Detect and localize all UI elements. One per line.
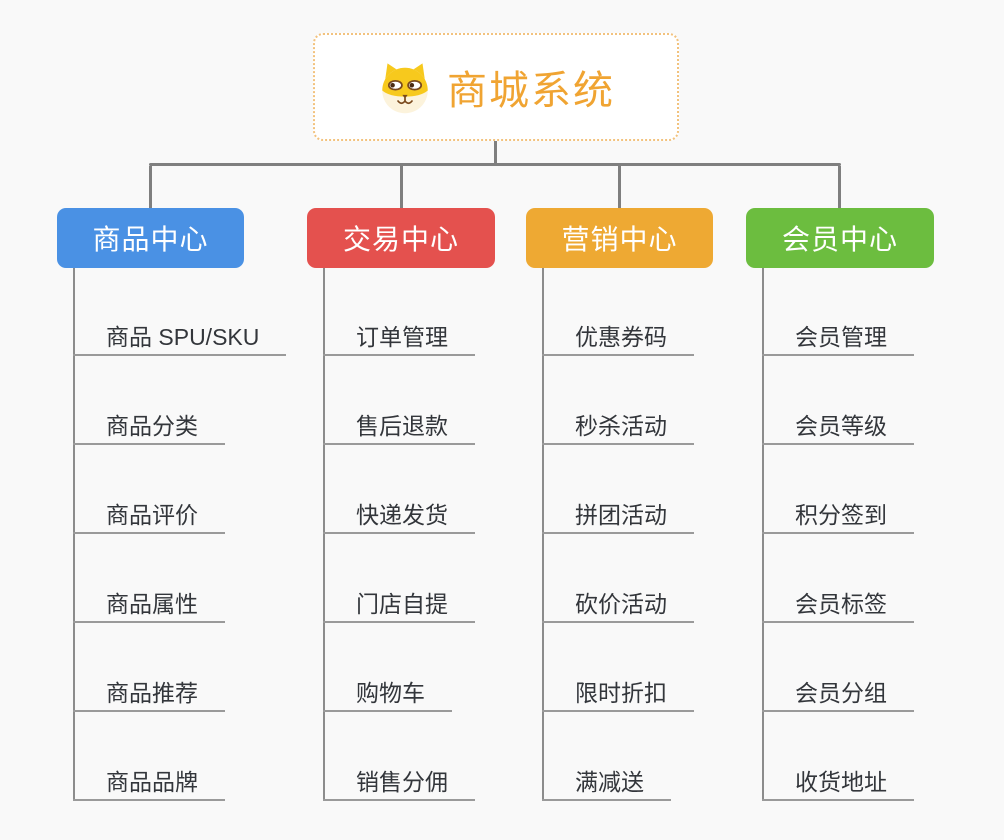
branch-stem-line <box>73 268 75 801</box>
leaf-node[interactable]: 会员等级 <box>762 409 914 445</box>
leaf-node[interactable]: 拼团活动 <box>542 498 694 534</box>
branch-stem-line <box>323 268 325 801</box>
root-node[interactable]: 商城系统 <box>313 33 679 141</box>
leaf-node[interactable]: 商品推荐 <box>73 676 225 712</box>
branch-node-product[interactable]: 商品中心 <box>57 208 244 268</box>
branch-column-marketing: 营销中心 优惠券码秒杀活动拼团活动砍价活动限时折扣满减送 <box>526 208 713 801</box>
leaf-node[interactable]: 商品评价 <box>73 498 225 534</box>
leaf-node[interactable]: 门店自提 <box>323 587 475 623</box>
leaf-node[interactable]: 购物车 <box>323 676 452 712</box>
leaf-list: 会员管理会员等级积分签到会员标签会员分组收货地址 <box>762 268 914 801</box>
connector-root-stem <box>494 141 497 163</box>
branch-label: 营销中心 <box>561 224 678 255</box>
root-title: 商城系统 <box>447 69 615 113</box>
leaf-node[interactable]: 快递发货 <box>323 498 475 534</box>
leaf-node[interactable]: 商品 SPU/SKU <box>73 320 287 356</box>
connector-horizontal <box>149 163 841 166</box>
leaf-node[interactable]: 积分签到 <box>762 498 914 534</box>
leaf-node[interactable]: 售后退款 <box>323 409 475 445</box>
leaf-node[interactable]: 秒杀活动 <box>542 409 694 445</box>
leaf-node[interactable]: 优惠券码 <box>542 320 694 356</box>
leaf-node[interactable]: 销售分佣 <box>323 765 475 801</box>
leaf-node[interactable]: 满减送 <box>542 765 671 801</box>
connector-drop-product <box>149 166 152 208</box>
leaf-node[interactable]: 砍价活动 <box>542 587 694 623</box>
leaf-node[interactable]: 限时折扣 <box>542 676 694 712</box>
branch-stem-line <box>542 268 544 801</box>
branch-column-member: 会员中心 会员管理会员等级积分签到会员标签会员分组收货地址 <box>746 208 934 801</box>
branch-column-trade: 交易中心 订单管理售后退款快递发货门店自提购物车销售分佣 <box>307 208 495 801</box>
connector-drop-member <box>838 166 841 208</box>
leaf-node[interactable]: 订单管理 <box>323 320 475 356</box>
branch-label: 交易中心 <box>342 224 459 255</box>
shiba-dog-icon <box>382 63 428 114</box>
leaf-list: 优惠券码秒杀活动拼团活动砍价活动限时折扣满减送 <box>542 268 694 801</box>
leaf-list: 订单管理售后退款快递发货门店自提购物车销售分佣 <box>323 268 475 801</box>
branch-label: 会员中心 <box>781 224 898 255</box>
leaf-node[interactable]: 商品分类 <box>73 409 225 445</box>
branch-label: 商品中心 <box>92 224 209 255</box>
leaf-node[interactable]: 会员标签 <box>762 587 914 623</box>
branch-node-trade[interactable]: 交易中心 <box>307 208 495 268</box>
branch-node-member[interactable]: 会员中心 <box>746 208 934 268</box>
leaf-node[interactable]: 会员分组 <box>762 676 914 712</box>
branch-column-product: 商品中心 商品 SPU/SKU 商品分类商品评价商品属性商品推荐商品品牌 <box>57 208 287 801</box>
branch-stem-line <box>762 268 764 801</box>
leaf-list: 商品 SPU/SKU 商品分类商品评价商品属性商品推荐商品品牌 <box>73 268 287 801</box>
connector-drop-trade <box>400 166 403 208</box>
branch-node-marketing[interactable]: 营销中心 <box>526 208 713 268</box>
leaf-node[interactable]: 收货地址 <box>762 765 914 801</box>
leaf-node[interactable]: 会员管理 <box>762 320 914 356</box>
leaf-node[interactable]: 商品属性 <box>73 587 225 623</box>
leaf-node[interactable]: 商品品牌 <box>73 765 225 801</box>
connector-drop-marketing <box>618 166 621 208</box>
